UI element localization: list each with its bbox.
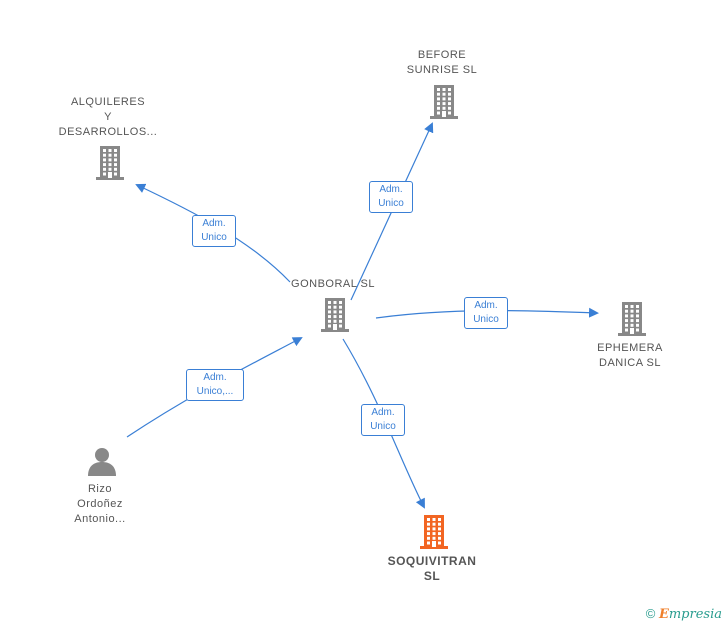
edge-label-line: Unico (370, 421, 396, 432)
building-icon-before[interactable] (429, 85, 459, 119)
building-icon-soquivitran[interactable] (419, 515, 449, 549)
label-line: Antonio... (74, 513, 126, 525)
edge-label-line: Adm. (203, 372, 227, 383)
label-line: SUNRISE SL (406, 64, 478, 76)
label-line: Rizo (87, 483, 112, 495)
label-line: Y (104, 111, 112, 123)
footer-brand: © Empresia (646, 606, 722, 622)
edge-label-line: Unico,... (196, 386, 234, 397)
edge-label-line: Adm. (371, 407, 395, 418)
edge-label-line: Unico (378, 198, 404, 209)
brand-logo-e: E (658, 607, 669, 622)
edge-label-alquileres[interactable]: Adm. Unico (192, 215, 236, 247)
edge-label-soquivitran[interactable]: Adm. Unico (361, 404, 405, 436)
label-line: EPHEMERA (597, 342, 663, 354)
label-line: SL (423, 569, 441, 583)
node-label-rizo[interactable]: Rizo Ordoñez Antonio... (50, 482, 150, 527)
node-label-soquivitran[interactable]: SOQUIVITRAN SL (382, 554, 482, 584)
copyright-symbol: © (645, 606, 656, 621)
building-icon-gonboral[interactable] (320, 298, 350, 332)
edge-label-line: Adm. (379, 184, 403, 195)
label-line: ALQUILERES (70, 96, 146, 108)
node-label-ephemera[interactable]: EPHEMERA DANICA SL (580, 341, 680, 371)
building-icon-alquileres[interactable] (95, 146, 125, 180)
edge-label-rizo[interactable]: Adm. Unico,... (186, 369, 244, 401)
building-icon-ephemera[interactable] (617, 302, 647, 336)
label-line: BEFORE (417, 49, 467, 61)
label-line: GONBORAL SL (291, 278, 375, 290)
edge-label-line: Adm. (202, 218, 226, 229)
brand-logo-text: mpresia (668, 607, 722, 622)
person-icon-rizo[interactable] (87, 446, 117, 476)
node-label-gonboral[interactable]: GONBORAL SL (283, 277, 383, 292)
label-line: Ordoñez (77, 498, 123, 510)
edge-label-line: Adm. (474, 300, 498, 311)
label-line: SOQUIVITRAN (387, 554, 477, 568)
edge-label-ephemera[interactable]: Adm. Unico (464, 297, 508, 329)
node-label-before[interactable]: BEFORE SUNRISE SL (392, 48, 492, 78)
edge-label-before[interactable]: Adm. Unico (369, 181, 413, 213)
edge-label-line: Unico (201, 232, 227, 243)
label-line: DESARROLLOS... (58, 126, 158, 138)
brand-logo: Empresia (659, 607, 722, 622)
node-label-alquileres[interactable]: ALQUILERES Y DESARROLLOS... (52, 95, 164, 140)
label-line: DANICA SL (599, 357, 661, 369)
edge-label-line: Unico (473, 314, 499, 325)
